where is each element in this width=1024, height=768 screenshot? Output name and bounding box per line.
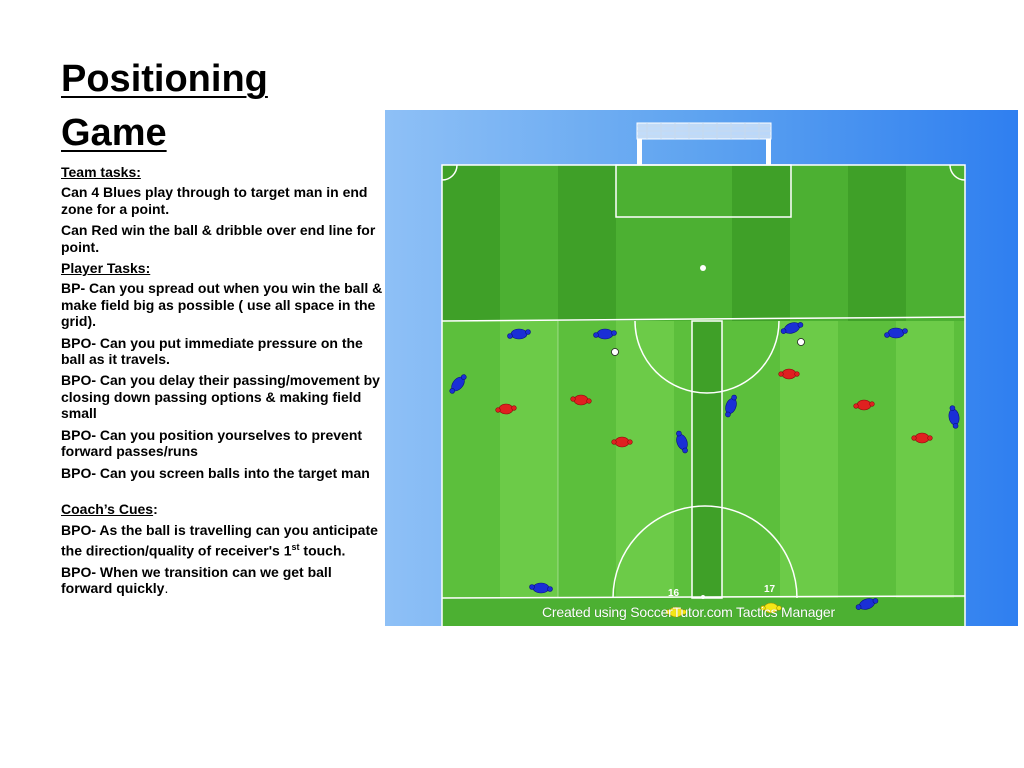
diagram-watermark: Created using SoccerTutor.com Tactics Ma…: [542, 604, 835, 620]
target-players: [665, 602, 782, 618]
penalty-spot: [700, 265, 706, 271]
coach-cues-heading: Coach’s Cues: [61, 500, 154, 517]
centre-spot: [701, 595, 705, 599]
middle-grid: [442, 321, 965, 598]
blue-player: [948, 405, 960, 429]
page-title: Positioning Game: [61, 52, 361, 160]
balls: [611, 338, 805, 356]
player-number-16: 16: [668, 588, 680, 599]
blue-player: [449, 374, 467, 394]
red-player: [778, 368, 800, 380]
coach-cue-1-end: touch.: [299, 542, 346, 559]
blue-player: [507, 328, 531, 340]
red-players: [495, 368, 933, 448]
red-player: [570, 394, 592, 406]
blue-player: [884, 327, 908, 339]
blue-player: [529, 582, 553, 594]
yellow-player: [665, 606, 687, 618]
top-end-zone: [442, 165, 965, 321]
player-task-2: BPO- Can you put immediate pressure on t…: [61, 334, 363, 368]
blue-player: [676, 430, 688, 454]
blue-players: [449, 322, 960, 610]
pitch-svg: [385, 110, 1018, 626]
team-task-1: Can 4 Blues play through to target man i…: [61, 184, 368, 217]
coach-cues-heading-line: Coach’s Cues:: [61, 501, 383, 517]
coach-cue-2: BPO- When we transition can we get ball …: [61, 564, 383, 597]
tactics-diagram: 16 17 Created using SoccerTutor.com Tact…: [385, 110, 1018, 626]
blue-player: [855, 598, 879, 610]
title-line-2: Game: [61, 112, 167, 154]
player-task-4: BPO- Can you position yourselves to prev…: [61, 426, 363, 460]
player-task-3: BPO- Can you delay their passing/movemen…: [61, 372, 380, 422]
blue-player: [593, 328, 617, 340]
coach-cue-2-text: BPO- When we transition can we get ball …: [61, 563, 332, 597]
coach-cue-1-sup: st: [291, 541, 300, 552]
blue-player: [725, 394, 737, 418]
goal: [636, 122, 772, 165]
player-task-5: BPO- Can you screen balls into the targe…: [61, 464, 370, 481]
title-line-1: Positioning: [61, 58, 268, 100]
section-gap: [61, 486, 383, 501]
ball-icon: [797, 338, 805, 346]
coach-cue-2-dot: .: [164, 580, 169, 597]
ball-icon: [611, 348, 619, 356]
coach-cue-1-text: BPO- As the ball is travelling can you a…: [61, 522, 378, 559]
red-player: [611, 436, 633, 448]
team-task-2: Can Red win the ball & dribble over end …: [61, 222, 376, 255]
team-tasks-heading: Team tasks:: [61, 164, 141, 180]
instructions-column: Team tasks: Can 4 Blues play through to …: [61, 164, 383, 602]
red-player: [495, 403, 517, 415]
red-player: [853, 399, 875, 411]
player-task-1: BP- Can you spread out when you win the …: [61, 280, 383, 330]
blue-player: [780, 322, 804, 334]
player-tasks-heading: Player Tasks:: [61, 260, 151, 277]
coach-cues-colon: :: [153, 500, 158, 517]
coach-cue-1: BPO- As the ball is travelling can you a…: [61, 522, 383, 558]
yellow-player: [760, 602, 782, 614]
red-player: [911, 432, 933, 444]
bottom-end-zone: [442, 598, 965, 626]
player-number-17: 17: [764, 584, 776, 595]
